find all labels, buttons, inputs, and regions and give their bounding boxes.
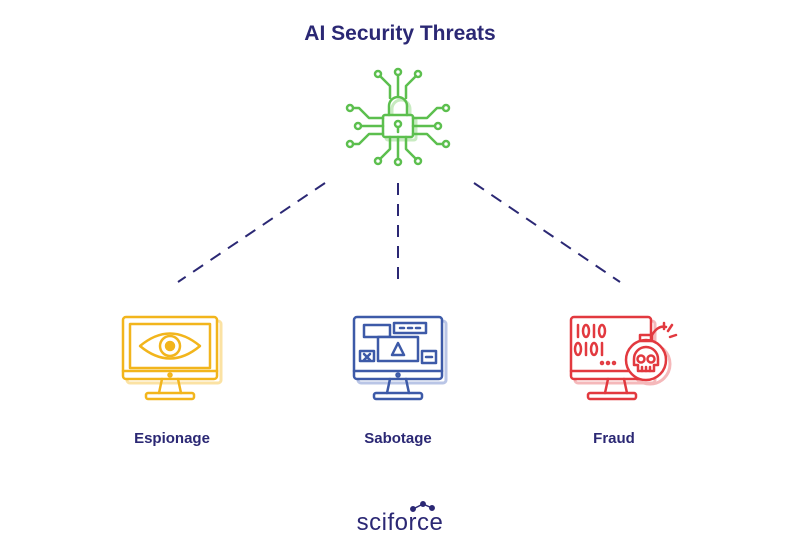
brand-name: sciforce [356,509,444,536]
threat-label-fraud: Fraud [593,430,635,447]
sciforce-logo: sciforce [340,505,460,541]
monitor-windows-icon [352,315,448,401]
threat-label-espionage: Espionage [134,430,210,447]
monitor-binary-skull-bomb-icon [569,315,678,401]
circuit-padlock-icon [345,67,451,167]
connectors [177,182,621,287]
threat-label-sabotage: Sabotage [364,430,432,447]
connector-espionage [177,182,326,283]
brand-logo-mark [410,501,435,512]
diagram-title: AI Security Threats [304,22,496,45]
monitor-eye-icon [121,315,223,401]
connector-fraud [473,182,621,283]
